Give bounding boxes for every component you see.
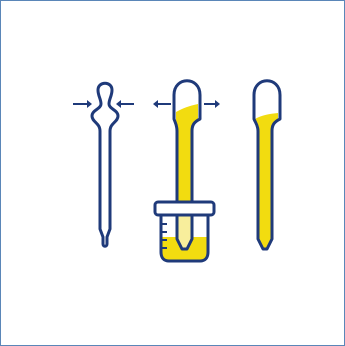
pipette-squeezed-outline [92,83,118,246]
pipette-in-beaker [153,81,220,261]
arrow-right-icon [73,100,92,108]
arrow-right-icon [204,100,220,108]
pipette-squeezed [73,83,134,246]
arrow-left-icon [153,100,171,108]
beaker-rim [155,202,214,215]
pipette-filled [254,81,280,249]
arrow-left-icon [116,100,134,108]
